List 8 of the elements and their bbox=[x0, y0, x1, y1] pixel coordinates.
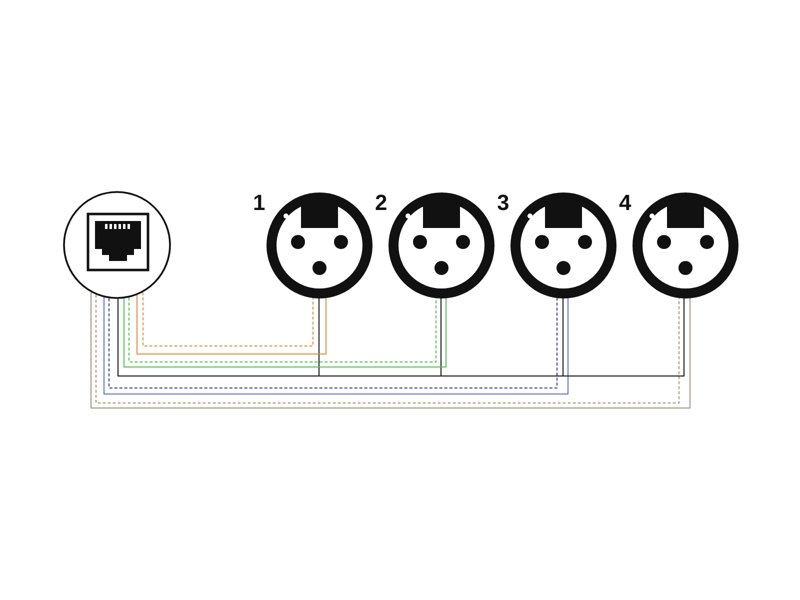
connector-number: 3 bbox=[497, 192, 510, 214]
wire bbox=[142, 292, 314, 346]
connector-number: 2 bbox=[375, 192, 388, 214]
wire bbox=[118, 298, 684, 376]
connector-number: 1 bbox=[253, 192, 266, 214]
ethernet-port-circle bbox=[63, 191, 171, 299]
wire bbox=[136, 294, 326, 354]
connector-number: 4 bbox=[619, 192, 632, 214]
